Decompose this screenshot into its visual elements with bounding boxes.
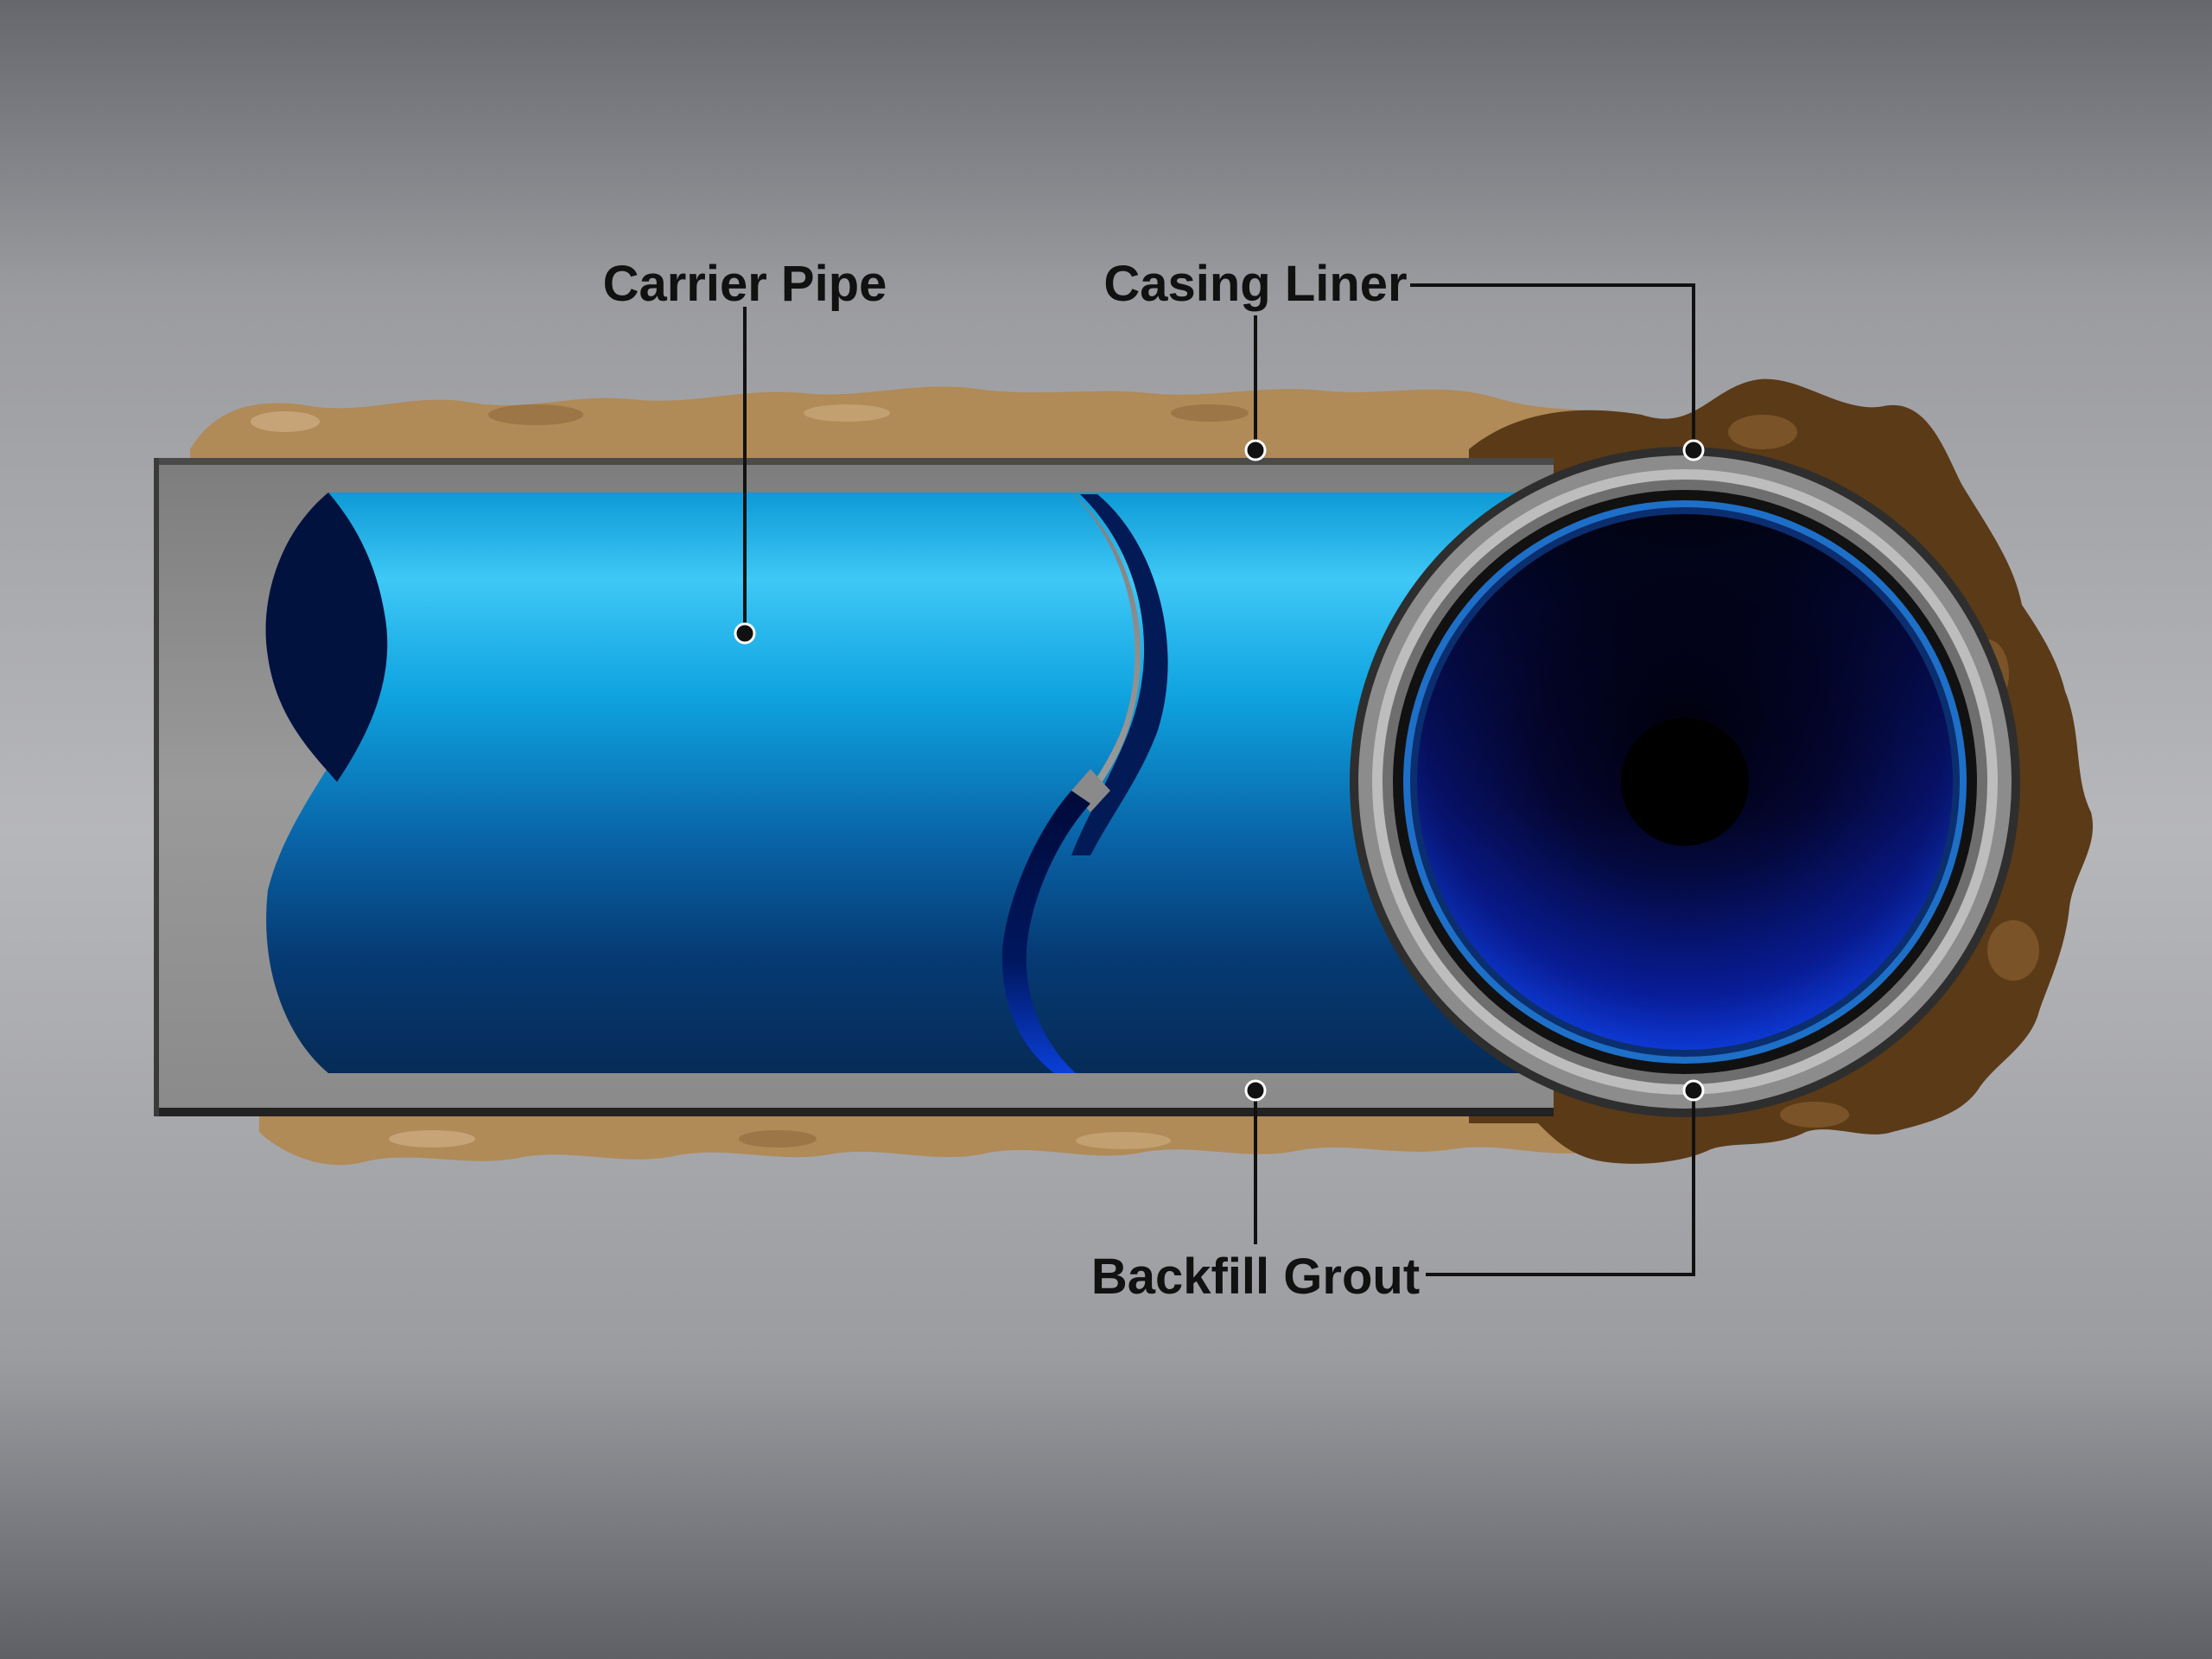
carrier-pipe-label: Carrier Pipe [603,256,887,312]
carrier-pipe-body [265,493,1521,1073]
backfill-grout-label: Backfill Grout [1091,1249,1420,1305]
backfill-grout-callout-line-right [1426,1090,1695,1276]
casing-liner-marker-top [1244,439,1267,461]
backfill-grout-marker-ring [1682,1079,1705,1102]
carrier-pipe-marker [734,622,756,645]
pipe-end-cross-section [1350,447,2020,1117]
casing-liner-marker-ring [1682,439,1705,461]
callout-lines [743,283,1695,1276]
callout-dots [734,439,1705,1102]
casing-liner-callout-line-right [1410,283,1695,449]
backfill-grout-marker-bottom [1244,1079,1267,1102]
casing-liner-label: Casing Liner [1103,256,1407,312]
